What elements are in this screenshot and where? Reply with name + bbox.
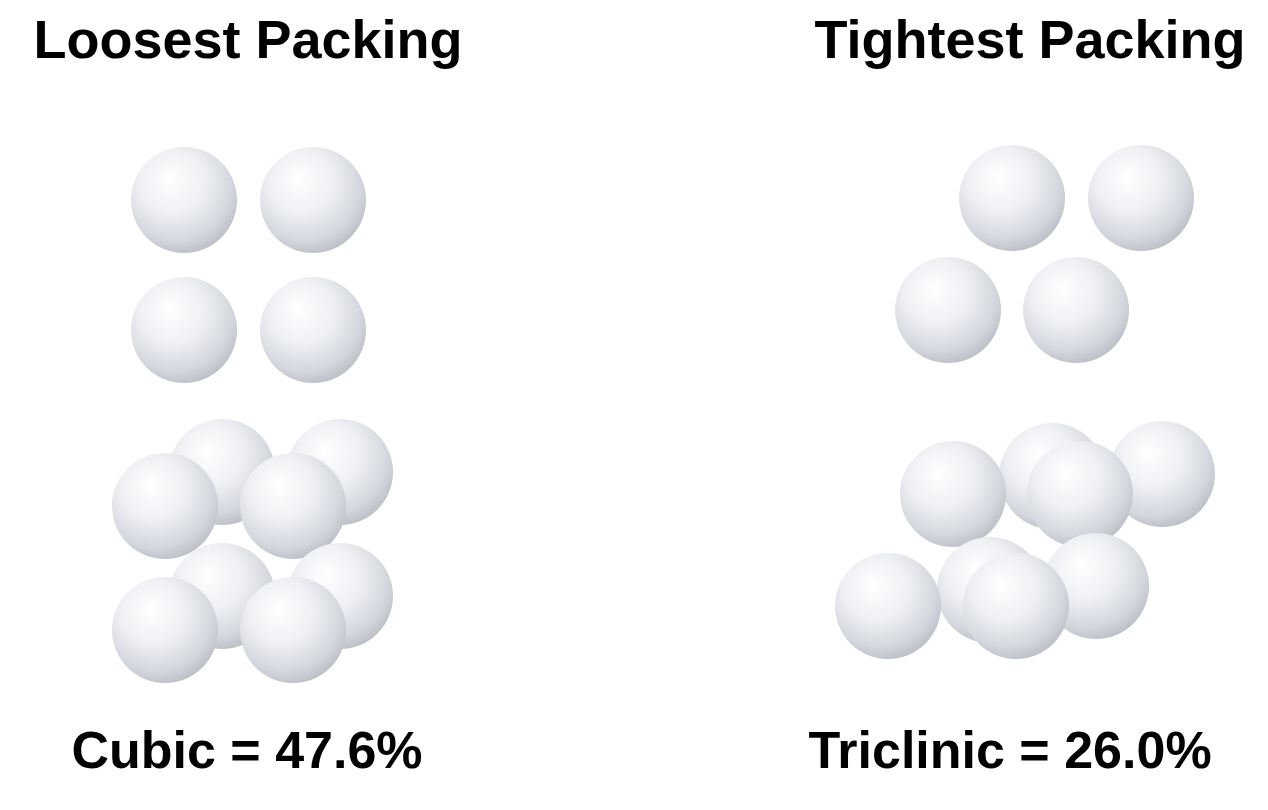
spheres [112, 145, 1215, 683]
porosity-value: Triclinic = 26.0% [808, 724, 1211, 776]
panel-heading: Loosest Packing [33, 12, 462, 66]
porosity-value: Cubic = 47.6% [71, 724, 422, 776]
panel-heading: Tightest Packing [814, 12, 1245, 66]
